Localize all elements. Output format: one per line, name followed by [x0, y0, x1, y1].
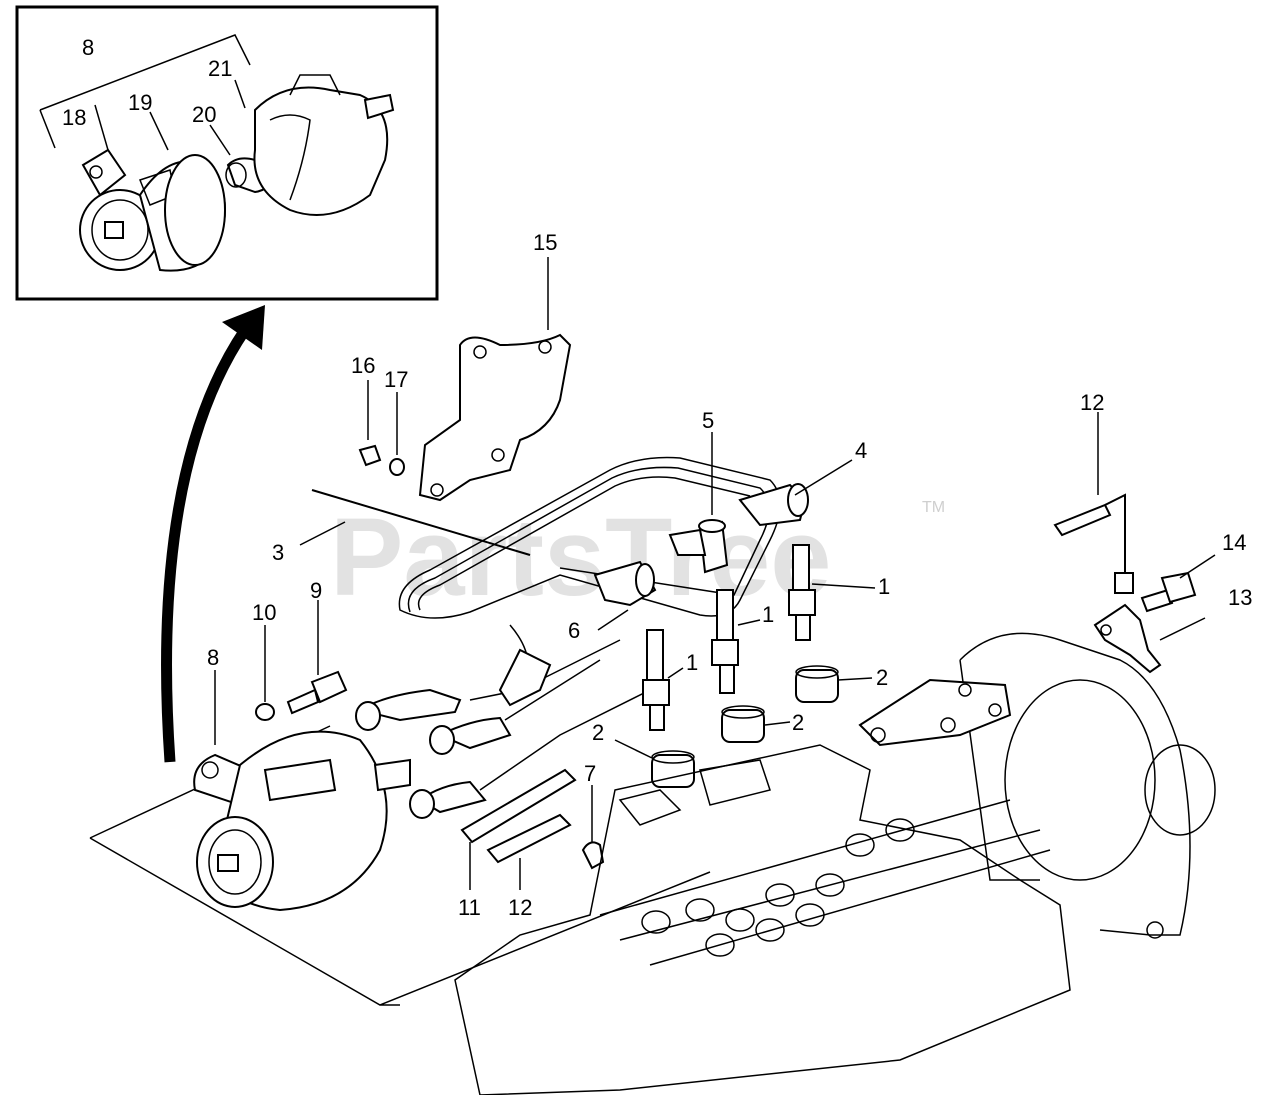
watermark: PartsTree — [330, 496, 831, 619]
callout-12-right: 12 — [1080, 390, 1104, 415]
clip-7 — [581, 841, 605, 870]
callout-3: 3 — [272, 540, 284, 565]
wire-boots-left — [355, 688, 512, 819]
nut-16 — [358, 444, 382, 467]
elbow-13-hole — [1100, 624, 1112, 636]
spark-plug-a — [642, 629, 670, 731]
bracket-15 — [418, 333, 572, 502]
zoom-arrow — [161, 326, 250, 763]
callout-21: 21 — [208, 56, 232, 81]
callout-8-main: 8 — [207, 645, 219, 670]
callout-1c: 1 — [686, 650, 698, 675]
plug-cap-5 — [668, 519, 729, 574]
rod-3 — [311, 489, 531, 556]
distributor-main — [193, 730, 411, 912]
plug-cap-4 — [738, 483, 809, 527]
callout-11: 11 — [458, 895, 481, 920]
washer-17 — [389, 458, 405, 476]
callout-18: 18 — [62, 105, 86, 130]
inset-bracket — [39, 34, 251, 149]
seal-2c — [795, 665, 839, 703]
bolt-9 — [286, 670, 348, 715]
rod-12-right — [1053, 493, 1134, 594]
callout-9: 9 — [310, 578, 322, 603]
tube-11 — [460, 768, 577, 844]
callout-7: 7 — [584, 761, 596, 786]
flywheel-housing — [959, 632, 1216, 939]
callout-1b: 1 — [762, 602, 774, 627]
seal-2b — [721, 705, 765, 743]
callout-15: 15 — [533, 230, 557, 255]
callout-16: 16 — [351, 353, 375, 378]
seal-2a — [651, 750, 695, 788]
inset-cap — [253, 74, 395, 216]
callout-2a: 2 — [876, 665, 888, 690]
callout-20: 20 — [192, 102, 216, 127]
callout-12-main: 12 — [508, 895, 532, 920]
watermark-trademark: TM — [922, 499, 945, 516]
spark-plug-b — [711, 589, 739, 694]
callout-4: 4 — [855, 438, 867, 463]
spark-plug-c — [788, 544, 816, 641]
callout-14: 14 — [1222, 530, 1246, 555]
washer-10 — [255, 703, 275, 721]
coil-wire-end — [498, 648, 552, 707]
bolt-14 — [1140, 571, 1197, 613]
callout-1a: 1 — [878, 574, 890, 599]
callout-10: 10 — [252, 600, 276, 625]
leader-lines — [94, 79, 1216, 890]
zoom-arrowhead — [222, 305, 265, 350]
inset-distributor — [79, 148, 226, 272]
callout-5: 5 — [702, 408, 714, 433]
tube-12 — [486, 813, 572, 864]
callout-2c: 2 — [592, 720, 604, 745]
callout-6: 6 — [568, 618, 580, 643]
callout-13: 13 — [1228, 585, 1252, 610]
mount-bracket — [858, 678, 1012, 747]
plug-cap-6 — [593, 560, 657, 607]
elbow-13 — [1093, 603, 1162, 674]
callout-19: 19 — [128, 90, 152, 115]
callout-17: 17 — [384, 367, 408, 392]
callout-8-inset: 8 — [82, 35, 94, 60]
cylinder-head — [454, 744, 1071, 1095]
callout-2b: 2 — [792, 710, 804, 735]
inset-frame — [15, 5, 439, 301]
